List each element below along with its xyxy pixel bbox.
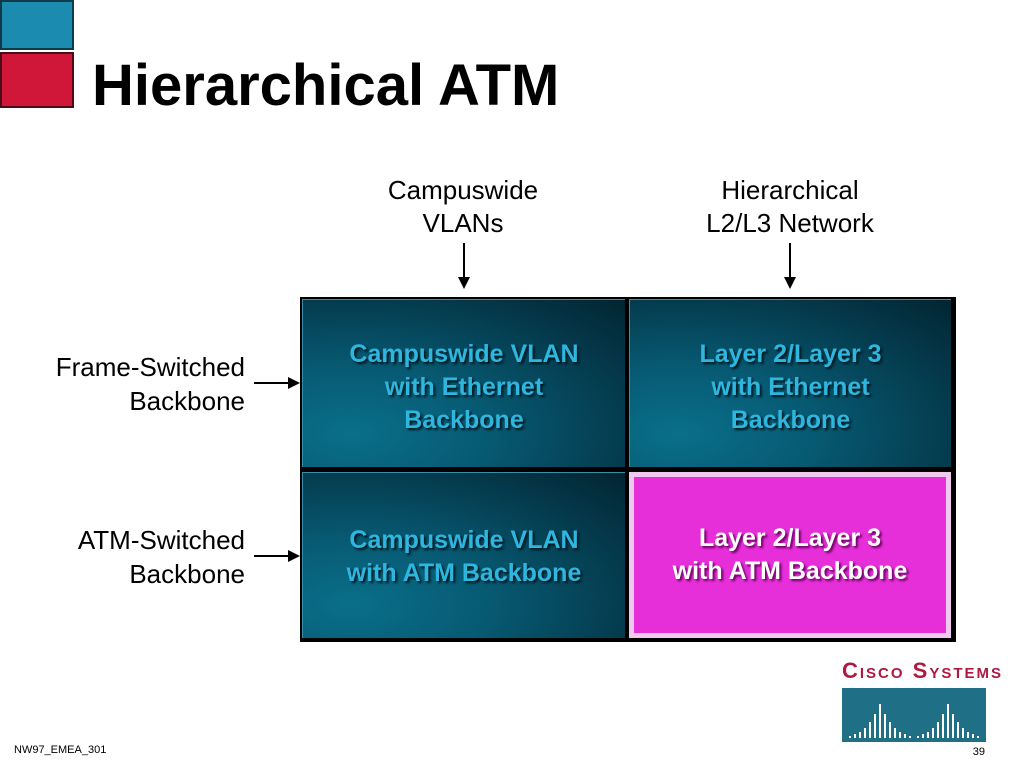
arrow-down-l2l3 [784, 243, 796, 289]
cell-l2l3-atm-highlight: Layer 2/Layer 3 with ATM Backbone [634, 477, 946, 633]
title-block-red [0, 52, 74, 108]
row-header-frame-switched: Frame-Switched Backbone [55, 352, 245, 416]
row-header-atm-switched: ATM-Switched Backbone [77, 525, 245, 589]
cell-vlan-ethernet: Campuswide VLAN with Ethernet Backbone [302, 299, 625, 467]
cell-l2l3-ethernet: Layer 2/Layer 3 with Ethernet Backbone [629, 299, 951, 467]
cell-vlan-ethernet-label: Campuswide VLAN with Ethernet Backbone [349, 340, 579, 434]
arrow-down-vlans [458, 243, 470, 289]
cell-vlan-atm: Campuswide VLAN with ATM Backbone [302, 472, 625, 638]
arrow-right-frame-switched [254, 377, 300, 389]
column-header-l2l3: Hierarchical L2/L3 Network [706, 175, 874, 238]
cell-l2l3-ethernet-label: Layer 2/Layer 3 with Ethernet Backbone [699, 340, 882, 434]
footer-code: NW97_EMEA_301 [14, 744, 107, 756]
column-header-vlans: Campuswide VLANs [387, 175, 539, 238]
arrow-right-atm-switched [254, 550, 300, 562]
slide-title: Hierarchical ATM [92, 53, 560, 118]
cisco-logo-text: Cisco Systems [842, 658, 1004, 683]
matrix-grid: Campuswide VLAN with Ethernet Backbone L… [300, 297, 956, 642]
page-number: 39 [972, 746, 985, 758]
cisco-logo-bridge-icon [842, 688, 986, 742]
cell-l2l3-atm: Layer 2/Layer 3 with ATM Backbone [629, 472, 951, 638]
cell-vlan-atm-label: Campuswide VLAN with ATM Backbone [346, 526, 582, 587]
title-block-blue [0, 0, 74, 50]
cell-l2l3-atm-label: Layer 2/Layer 3 with ATM Backbone [672, 524, 908, 585]
bridge-icon [849, 704, 979, 738]
